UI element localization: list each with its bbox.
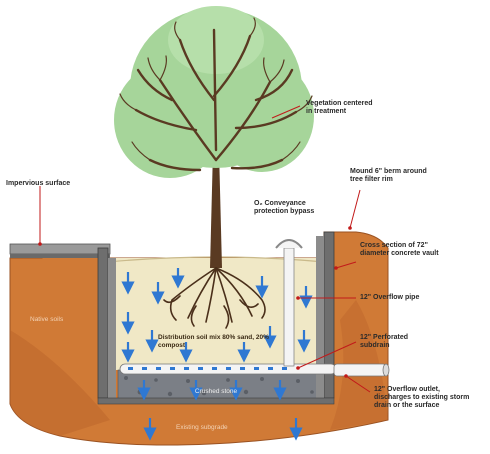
label-berm: Mound 6" berm around tree filter rim <box>350 168 432 184</box>
label-crushed-stone: Crushed stone <box>186 388 246 396</box>
impervious-surface-slab <box>10 244 110 254</box>
impervious-surface-edge <box>10 254 110 258</box>
label-native-soils-left: Native soils <box>30 316 90 324</box>
label-vault: Cross section of 72" diameter concrete v… <box>360 242 440 258</box>
vault-wall-left <box>98 248 108 398</box>
label-overflow-outlet: 12" Overflow outlet, discharges to exist… <box>374 386 470 410</box>
outlet-pipe-end <box>383 364 389 376</box>
label-native-soils-bottom: Existing subgrade <box>176 424 266 432</box>
label-perforated-subdrain: 12" Perforated subdrain <box>360 334 430 350</box>
label-overflow-pipe: 12" Overflow pipe <box>360 294 440 302</box>
label-impervious-surface: Impervious surface <box>6 180 90 188</box>
crushed-stone-layer <box>118 370 318 400</box>
label-bypass: O₂ Conveyance protection bypass <box>254 200 334 216</box>
label-soil-mix: Distribution soil mix 80% sand, 20% comp… <box>158 334 278 349</box>
overflow-pipe <box>284 248 294 366</box>
overflow-outlet-pipe <box>334 364 386 376</box>
vault-floor <box>98 398 334 404</box>
bypass-cap <box>276 240 302 248</box>
vault-wall-left-inner <box>108 258 116 398</box>
label-vegetation: Vegetation centered in treatment <box>306 100 374 116</box>
